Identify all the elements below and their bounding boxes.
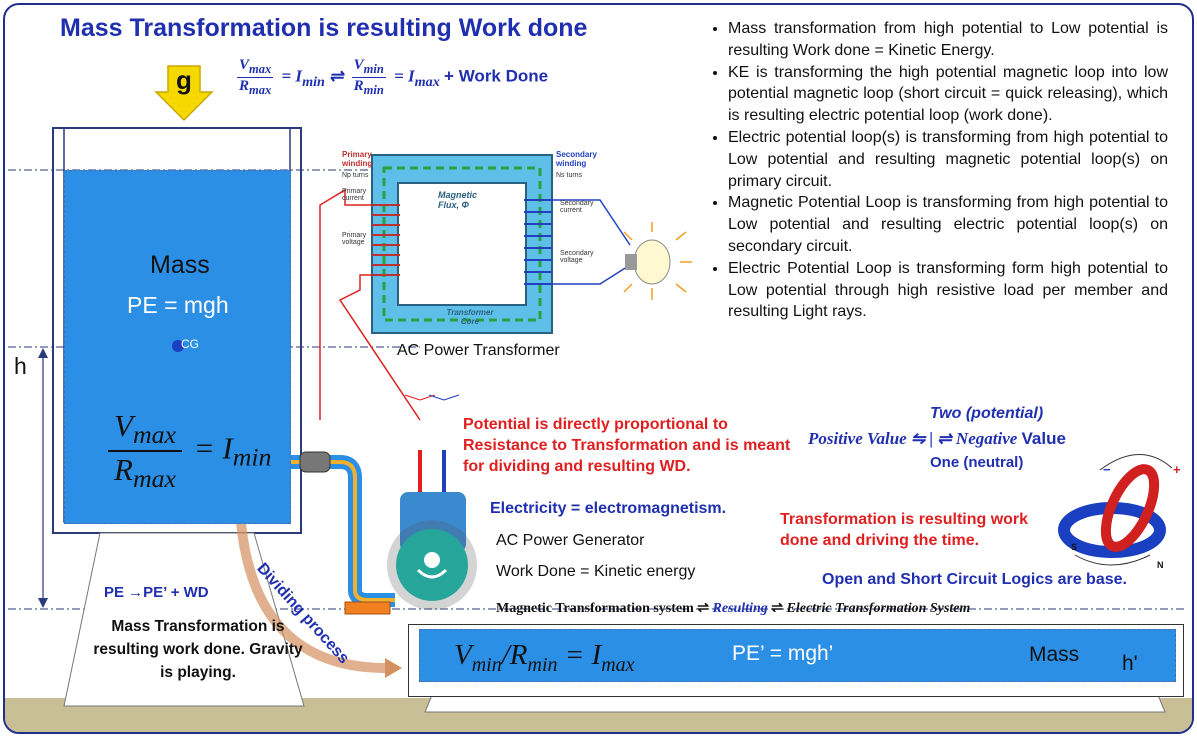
open-short-note: Open and Short Circuit Logics are base. [822, 571, 1127, 588]
secondary-winding-label: Secondary winding [556, 150, 597, 168]
secondary-current-label: Secondary current [560, 200, 594, 214]
dividing-arrowhead [385, 658, 402, 678]
cg-dot [172, 340, 184, 352]
lower-mass-label: Mass [1029, 643, 1080, 666]
cg-label: CG [181, 337, 199, 351]
pe-label: PE = mgh [127, 292, 229, 318]
bullet-item: Electric Potential Loop is transforming … [728, 258, 1168, 323]
primary-winding-label: Primary winding [342, 150, 373, 168]
pos-neg-value: Positive Value ⇋ | ⇌ Negative Value [808, 429, 1066, 448]
flux-label: Magnetic Flux, Φ [438, 190, 478, 210]
bullet-item: KE is transforming the high potential ma… [728, 62, 1168, 127]
secondary-turns-label: Ns turns [556, 172, 583, 179]
work-done-label: Work Done = Kinetic energy [496, 563, 696, 580]
dividing-arrow [235, 509, 391, 674]
bullet-list: Mass transformation from high potential … [706, 18, 1168, 323]
bullet-item: Mass transformation from high potential … [728, 18, 1168, 62]
core-label: Transformer Core [446, 308, 494, 326]
transformer-illustration [319, 154, 631, 421]
magnet-s-label: S [1071, 542, 1078, 552]
potential-note: Potential is directly proportional to Re… [463, 416, 791, 475]
secondary-voltage-label: Secondary voltage [560, 250, 594, 264]
mass-label: Mass [150, 251, 210, 279]
mass-transformation-note: Mass Transformation is resulting work do… [93, 618, 303, 681]
hprime-label: h' [1122, 652, 1138, 675]
magnet-plus-label: + [1173, 462, 1181, 477]
height-arrow [38, 348, 48, 608]
lower-water [419, 629, 1176, 682]
transformer-caption: AC Power Transformer [397, 342, 560, 359]
transformation-note: Transformation is resulting work done an… [780, 511, 1029, 549]
primary-current-label: Primary current [342, 188, 367, 202]
magnet-rings [1058, 454, 1173, 566]
two-potential-label: Two (potential) [930, 405, 1044, 422]
bullet-item: Electric potential loop(s) is transformi… [728, 127, 1168, 192]
primary-voltage-label: Primary voltage [342, 232, 367, 246]
ac-generator [387, 492, 477, 610]
height-label: h [14, 353, 27, 379]
gravity-arrow [154, 65, 214, 122]
gravity-label: g [176, 65, 192, 95]
lower-tank-stand [424, 694, 1166, 713]
bullet-item: Magnetic Potential Loop is transforming … [728, 192, 1168, 257]
page-title: Mass Transformation is resulting Work do… [60, 14, 588, 42]
water-pipe [290, 451, 395, 615]
lower-pe-label: PE’ = mgh’ [732, 642, 834, 665]
magnet-minus-label: − [1103, 462, 1111, 477]
pe-wd-label: PE →PE’ + WD [104, 584, 209, 601]
electricity-note: Electricity = electromagnetism. [490, 500, 727, 517]
light-bulb [623, 222, 692, 300]
generator-label: AC Power Generator [496, 532, 645, 549]
primary-turns-label: Np turns [342, 172, 369, 179]
magnet-n-label: N [1157, 560, 1164, 570]
lower-equation: Vmin/Rmin = Imax [454, 639, 635, 676]
tank-stand [63, 532, 305, 707]
magnetic-system-line: Magnetic Transformation system ⇌ Resulti… [496, 601, 971, 616]
one-neutral-label: One (neutral) [930, 454, 1024, 471]
